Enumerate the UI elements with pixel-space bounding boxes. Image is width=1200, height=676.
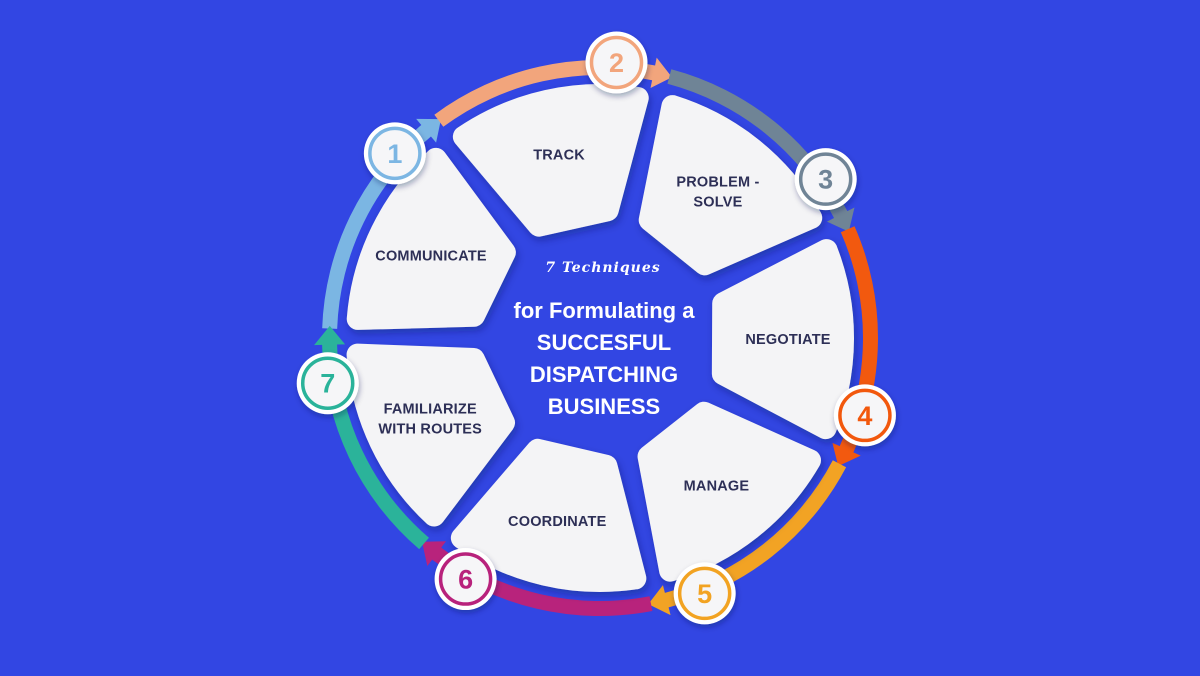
center-line-3: DISPATCHING <box>530 362 678 387</box>
step-badges: 1 2 3 4 5 6 7 <box>296 31 896 625</box>
step-badge-5: 5 <box>673 562 736 625</box>
step-card-1 <box>346 147 516 330</box>
step-card-3 <box>638 95 823 276</box>
step-badge-4: 4 <box>833 384 896 447</box>
step-card-7 <box>346 343 516 527</box>
step-label-7-line-2: WITH ROUTES <box>378 422 482 438</box>
step-card-6 <box>450 438 647 592</box>
step-label-6: COORDINATE <box>508 514 607 530</box>
center-line-4: BUSINESS <box>548 394 660 419</box>
step-number-1: 1 <box>387 139 402 169</box>
step-label-1: COMMUNICATE <box>375 249 487 265</box>
cycle-arrow-1 <box>322 118 442 329</box>
cycle-arrow-5 <box>648 460 847 616</box>
center-title: 7 Techniques for Formulating a SUCCESFUL… <box>514 260 696 419</box>
step-card-5 <box>637 401 821 582</box>
step-label-5: MANAGE <box>684 479 750 495</box>
center-subtitle: 7 Techniques <box>545 260 660 276</box>
step-card-2 <box>452 84 649 237</box>
step-number-7: 7 <box>320 369 335 399</box>
center-line-1: for Formulating a <box>514 298 696 323</box>
step-badge-2: 2 <box>585 31 648 94</box>
step-card-4 <box>711 239 854 440</box>
step-number-4: 4 <box>857 401 872 431</box>
center-line-2: SUCCESFUL <box>537 330 671 355</box>
cycle-arrow-3 <box>667 69 855 232</box>
step-label-7-line-1: FAMILIARIZE <box>384 402 477 418</box>
step-label-4: NEGOTIATE <box>745 332 830 348</box>
step-badge-6: 6 <box>434 548 497 611</box>
step-number-5: 5 <box>697 579 712 609</box>
step-label-3-line-1: PROBLEM - <box>676 175 759 191</box>
step-label-2: TRACK <box>533 148 585 164</box>
step-number-2: 2 <box>609 48 624 78</box>
step-label-3-line-2: SOLVE <box>693 195 742 211</box>
step-badge-1: 1 <box>363 122 426 185</box>
step-badge-7: 7 <box>296 352 359 415</box>
step-badge-3: 3 <box>794 148 857 211</box>
step-cards: COMMUNICATE TRACK PROBLEM - SOLVE NEGOTIATE M… <box>346 84 854 592</box>
step-number-3: 3 <box>818 165 833 195</box>
cycle-arrow-7 <box>314 325 429 550</box>
step-number-6: 6 <box>458 565 473 595</box>
